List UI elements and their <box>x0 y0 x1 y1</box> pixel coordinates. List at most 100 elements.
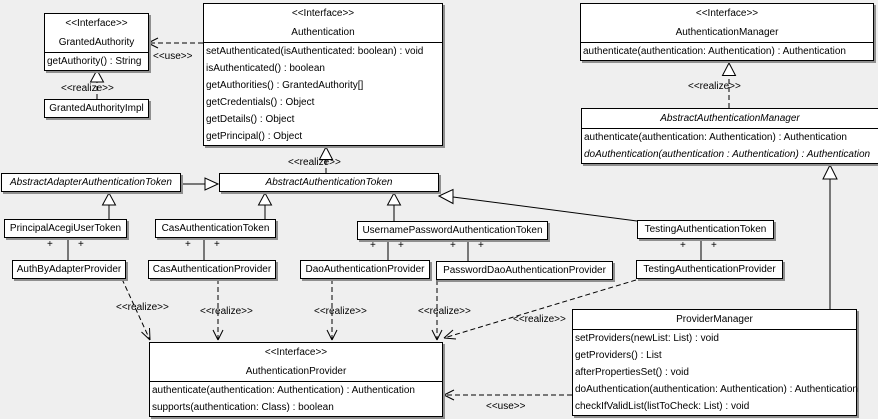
method-row: isAuthenticated() : boolean <box>206 63 325 74</box>
multiplicity-plus: + <box>185 239 191 250</box>
realize-passworddao-provider-to-authentication-provider <box>431 280 443 341</box>
generalization-principal-to-adapter <box>101 191 117 219</box>
realize-abstract-manager-to-authentication-manager <box>721 61 737 108</box>
class-provider-manager: ProviderManager setProviders(newList: Li… <box>572 309 858 416</box>
stereotype: <<Interface>> <box>65 18 128 29</box>
method-row: supports(authentication: Class) : boolea… <box>152 402 334 413</box>
stereotype: <<Interface>> <box>264 347 328 358</box>
realize-label: <<realize>> <box>418 306 471 317</box>
class-abstract-authentication-token: AbstractAuthenticationToken <box>219 173 439 192</box>
class-authentication-provider: <<Interface>> AuthenticationProvider aut… <box>149 342 443 417</box>
multiplicity-plus: + <box>450 240 456 251</box>
multiplicity-plus: + <box>711 240 717 251</box>
class-authentication: <<Interface>> Authentication setAuthenti… <box>203 3 443 146</box>
generalization-provider-manager-to-abstract-manager <box>822 163 838 309</box>
method-row: authenticate(authentication: Authenticat… <box>152 385 415 396</box>
class-username-password-authentication-token: UsernamePasswordAuthenticationToken <box>357 221 548 240</box>
method-row: setProviders(newList: List) : void <box>575 333 719 344</box>
realize-label: <<realize>> <box>116 302 169 313</box>
class-granted-authority-impl: GrantedAuthorityImpl <box>44 99 149 118</box>
class-name: AbstractAdapterAuthenticationToken <box>10 177 172 188</box>
multiplicity-plus: + <box>478 240 484 251</box>
methods-compartment: authenticate(authentication: Authenticat… <box>150 381 442 416</box>
multiplicity-plus: + <box>398 240 404 251</box>
realize-abstract-token-to-authentication <box>318 145 334 173</box>
generalization-adapter-to-abstract-token <box>181 177 220 191</box>
multiplicity-plus: + <box>47 239 53 250</box>
generalization-testing-token-to-abstract-token <box>437 188 638 222</box>
realize-label: <<realize>> <box>314 306 367 317</box>
realize-label: <<realize>> <box>513 314 566 325</box>
class-dao-authentication-provider: DaoAuthenticationProvider <box>300 260 430 279</box>
use-label: <<use>> <box>153 51 193 62</box>
method-row: setAuthenticated(isAuthenticated: boolea… <box>206 46 424 57</box>
realize-label: <<realize>> <box>61 83 114 94</box>
class-name: PasswordDaoAuthenticationProvider <box>443 265 606 276</box>
realize-cas-provider-to-authentication-provider <box>212 279 224 341</box>
methods-compartment: setProviders(newList: List) : void getPr… <box>573 329 858 415</box>
class-name: GrantedAuthorityImpl <box>49 103 144 114</box>
multiplicity-plus: + <box>370 240 376 251</box>
method-row: doAuthentication(authentication: Authent… <box>575 384 858 395</box>
class-name: UsernamePasswordAuthenticationToken <box>362 225 543 236</box>
method-row: getAuthorities() : GrantedAuthority[] <box>206 80 364 91</box>
realize-label: <<realize>> <box>200 306 253 317</box>
method-row: getPrincipal() : Object <box>206 131 303 142</box>
class-cas-authentication-provider: CasAuthenticationProvider <box>148 260 276 279</box>
realize-label: <<realize>> <box>288 157 341 168</box>
method-row: checkIfValidList(listToCheck: List) : vo… <box>575 401 750 412</box>
methods-compartment: getAuthority() : String <box>45 52 148 70</box>
class-name: AuthenticationManager <box>675 27 779 38</box>
method-row: afterPropertiesSet() : void <box>575 367 689 378</box>
class-name: ProviderManager <box>676 314 753 325</box>
class-name: AuthByAdapterProvider <box>16 264 122 275</box>
class-granted-authority: <<Interface>> GrantedAuthority getAuthor… <box>44 13 149 71</box>
class-abstract-adapter-authentication-token: AbstractAdapterAuthenticationToken <box>1 173 181 192</box>
method-row: authenticate(authentication: Authenticat… <box>583 46 846 57</box>
methods-compartment: authenticate(authentication: Authenticat… <box>582 128 878 163</box>
method-row: getDetails() : Object <box>206 114 295 125</box>
class-name: DaoAuthenticationProvider <box>305 264 425 275</box>
class-cas-authentication-token: CasAuthenticationToken <box>155 219 276 238</box>
class-name: TestingAuthenticationProvider <box>643 264 776 275</box>
class-name: Authentication <box>291 27 355 38</box>
methods-compartment: setAuthenticated(isAuthenticated: boolea… <box>204 42 442 145</box>
class-name: CasAuthenticationProvider <box>152 264 272 275</box>
class-testing-authentication-token: TestingAuthenticationToken <box>637 220 774 239</box>
method-row: doAuthentication(authentication : Authen… <box>584 149 871 160</box>
class-principal-acegi-user-token: PrincipalAcegiUserToken <box>4 219 127 238</box>
class-abstract-authentication-manager: AbstractAuthenticationManager authentica… <box>581 108 878 164</box>
class-authentication-manager: <<Interface>> AuthenticationManager auth… <box>580 3 874 61</box>
use-provider-manager-to-authentication-provider <box>443 389 572 401</box>
method-row: getProviders() : List <box>575 350 662 361</box>
generalization-cas-token-to-abstract-token <box>257 191 273 219</box>
methods-compartment: authenticate(authentication: Authenticat… <box>581 42 873 60</box>
class-name: AuthenticationProvider <box>245 366 347 377</box>
use-label: <<use>> <box>486 401 526 412</box>
multiplicity-plus: + <box>78 239 84 250</box>
method-row: getCredentials() : Object <box>206 97 315 108</box>
multiplicity-plus: + <box>214 239 220 250</box>
class-auth-by-adapter-provider: AuthByAdapterProvider <box>12 260 126 279</box>
realize-testing-provider-to-authentication-provider <box>443 279 637 340</box>
class-name: CasAuthenticationToken <box>161 223 270 234</box>
method-row: getAuthority() : String <box>47 56 142 67</box>
class-name: AbstractAuthenticationManager <box>660 113 800 124</box>
stereotype: <<Interface>> <box>695 8 759 19</box>
stereotype: <<Interface>> <box>291 8 355 19</box>
realize-dao-provider-to-authentication-provider <box>326 279 338 341</box>
class-name: GrantedAuthority <box>58 37 135 48</box>
multiplicity-plus: + <box>680 240 686 251</box>
class-name: PrincipalAcegiUserToken <box>9 223 122 234</box>
realize-authbyadapter-to-authentication-provider <box>121 278 151 341</box>
realize-label: <<realize>> <box>688 81 741 92</box>
use-authentication-to-granted-authority <box>147 37 203 49</box>
class-testing-authentication-provider: TestingAuthenticationProvider <box>636 260 783 279</box>
class-name: TestingAuthenticationToken <box>644 224 767 235</box>
generalization-usernamepassword-to-abstract-token <box>386 191 402 221</box>
method-row: authenticate(authentication: Authenticat… <box>584 132 847 143</box>
realize-impl-to-granted-authority <box>89 68 105 99</box>
class-name: AbstractAuthenticationToken <box>265 177 393 188</box>
